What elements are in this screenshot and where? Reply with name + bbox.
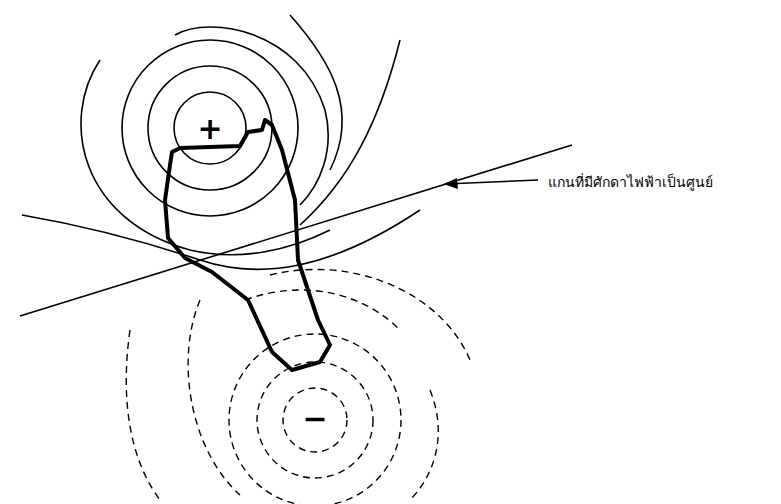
positive-sign: + xyxy=(197,112,222,145)
axis-label: แกนที่มีศักดาไฟฟ้าเป็นศูนย์ xyxy=(546,175,715,190)
positive-field-lines xyxy=(22,15,420,269)
heart-outline xyxy=(165,120,330,370)
negative-sign: − xyxy=(302,402,327,435)
negative-field-lines xyxy=(126,269,470,504)
leader-arrow xyxy=(445,180,538,184)
